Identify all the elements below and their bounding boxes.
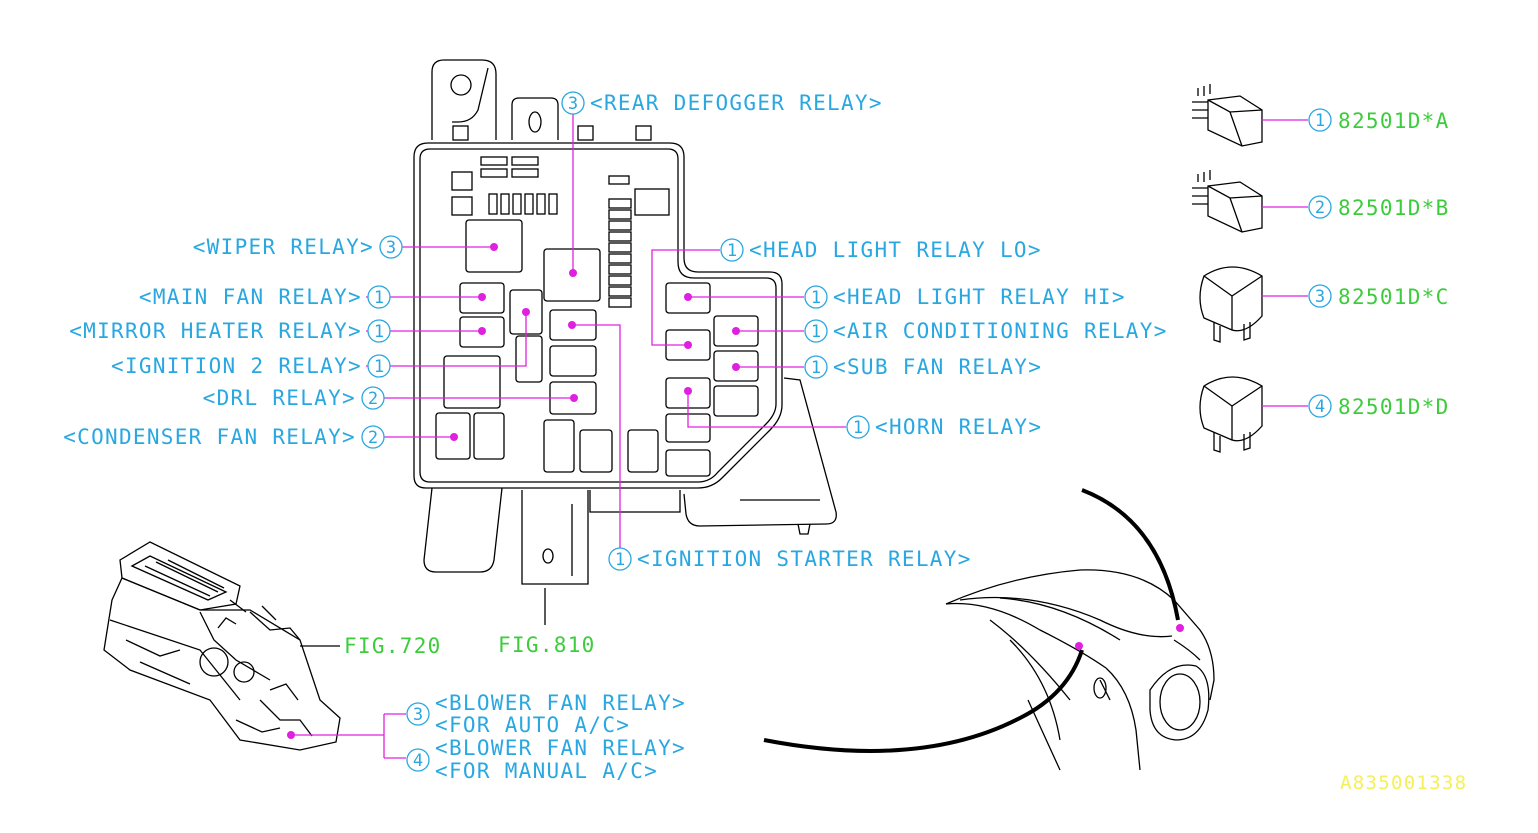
drawing-code: A835001338	[1340, 772, 1467, 794]
svg-text:2: 2	[368, 428, 378, 448]
part-number-1[interactable]: 1 82501D*A	[1308, 108, 1450, 133]
label-ignition-starter-relay: <IGNITION STARTER RELAY>	[637, 547, 972, 571]
callout-head-light-hi: 1 <HEAD LIGHT RELAY HI>	[804, 285, 1126, 309]
svg-text:82501D*C: 82501D*C	[1338, 285, 1450, 309]
part-number-3[interactable]: 3 82501D*C	[1308, 284, 1450, 309]
svg-text:1: 1	[1315, 111, 1325, 131]
label-head-light-relay-hi: <HEAD LIGHT RELAY HI>	[833, 285, 1126, 309]
callout-mirror-heater: <MIRROR HEATER RELAY> 1	[69, 319, 391, 343]
label-wiper-relay: <WIPER RELAY>	[193, 235, 374, 259]
callout-condenser-fan: <CONDENSER FAN RELAY> 2	[63, 425, 385, 449]
label-main-fan-relay: <MAIN FAN RELAY>	[139, 285, 362, 309]
label-for-manual-ac: <FOR MANUAL A/C>	[435, 759, 658, 783]
callout-rear-defogger: 3 <REAR DEFOGGER RELAY>	[561, 91, 883, 115]
svg-text:82501D*A: 82501D*A	[1338, 109, 1450, 133]
svg-text:3: 3	[1315, 287, 1325, 307]
callout-horn: 1 <HORN RELAY>	[846, 415, 1042, 439]
svg-text:2: 2	[1315, 198, 1325, 218]
svg-text:3: 3	[413, 705, 423, 725]
callout-sub-fan: 1 <SUB FAN RELAY>	[804, 355, 1042, 379]
svg-text:1: 1	[811, 322, 821, 342]
vehicle-drawing	[763, 488, 1215, 771]
label-sub-fan-relay: <SUB FAN RELAY>	[833, 355, 1042, 379]
label-air-conditioning-relay: <AIR CONDITIONING RELAY>	[833, 319, 1168, 343]
hvac-unit-drawing	[103, 541, 341, 751]
svg-text:1: 1	[727, 241, 737, 261]
label-blower-fan-relay-auto: <BLOWER FAN RELAY>	[435, 691, 686, 715]
label-condenser-fan-relay: <CONDENSER FAN RELAY>	[63, 425, 356, 449]
part-number-4[interactable]: 4 82501D*D	[1308, 394, 1450, 419]
callout-air-conditioning: 1 <AIR CONDITIONING RELAY>	[804, 319, 1168, 343]
svg-text:1: 1	[811, 288, 821, 308]
label-drl-relay: <DRL RELAY>	[203, 386, 356, 410]
label-blower-fan-relay-manual: <BLOWER FAN RELAY>	[435, 736, 686, 760]
callout-ignition-2: <IGNITION 2 RELAY> 1	[111, 354, 391, 378]
relay-c-icon	[1199, 266, 1263, 343]
svg-text:4: 4	[1315, 397, 1325, 417]
label-head-light-relay-lo: <HEAD LIGHT RELAY LO>	[749, 238, 1042, 262]
callout-blower-manual: 4 <BLOWER FAN RELAY> <FOR MANUAL A/C>	[406, 736, 686, 783]
label-rear-defogger-relay: <REAR DEFOGGER RELAY>	[590, 91, 883, 115]
relay-box-drawing	[413, 59, 837, 585]
callout-head-light-lo: 1 <HEAD LIGHT RELAY LO>	[720, 238, 1042, 262]
relay-a-icon	[1192, 84, 1263, 147]
label-mirror-heater-relay: <MIRROR HEATER RELAY>	[69, 319, 362, 343]
callout-wiper: <WIPER RELAY> 3	[193, 235, 403, 259]
svg-text:4: 4	[413, 751, 423, 771]
relay-b-icon	[1192, 170, 1263, 233]
fig-810-reference[interactable]: FIG.810	[498, 588, 596, 657]
callout-ignition-starter: 1 <IGNITION STARTER RELAY>	[608, 547, 972, 571]
svg-text:1: 1	[374, 288, 384, 308]
label-horn-relay: <HORN RELAY>	[875, 415, 1042, 439]
callout-drl: <DRL RELAY> 2	[203, 386, 385, 410]
leader-lines	[366, 113, 846, 548]
label-ignition-2-relay: <IGNITION 2 RELAY>	[111, 354, 362, 378]
callout-blower-auto: 3 <BLOWER FAN RELAY> <FOR AUTO A/C>	[406, 691, 686, 737]
svg-text:82501D*B: 82501D*B	[1338, 196, 1450, 220]
svg-text:1: 1	[853, 418, 863, 438]
svg-text:1: 1	[615, 550, 625, 570]
callout-main-fan: <MAIN FAN RELAY> 1	[139, 285, 391, 309]
svg-text:3: 3	[568, 94, 578, 114]
relay-part-icons	[1192, 84, 1308, 453]
svg-text:1: 1	[811, 358, 821, 378]
fig-720-label: FIG.720	[344, 634, 442, 658]
svg-text:1: 1	[374, 322, 384, 342]
svg-text:82501D*D: 82501D*D	[1338, 395, 1450, 419]
svg-text:2: 2	[368, 389, 378, 409]
part-number-2[interactable]: 2 82501D*B	[1308, 195, 1450, 220]
fig-810-label: FIG.810	[498, 633, 596, 657]
svg-text:1: 1	[374, 357, 384, 377]
blower-leaders	[287, 713, 406, 759]
label-for-auto-ac: <FOR AUTO A/C>	[435, 713, 630, 737]
relay-d-icon	[1199, 376, 1263, 453]
fig-720-reference[interactable]: FIG.720	[300, 634, 442, 658]
svg-text:3: 3	[386, 238, 396, 258]
